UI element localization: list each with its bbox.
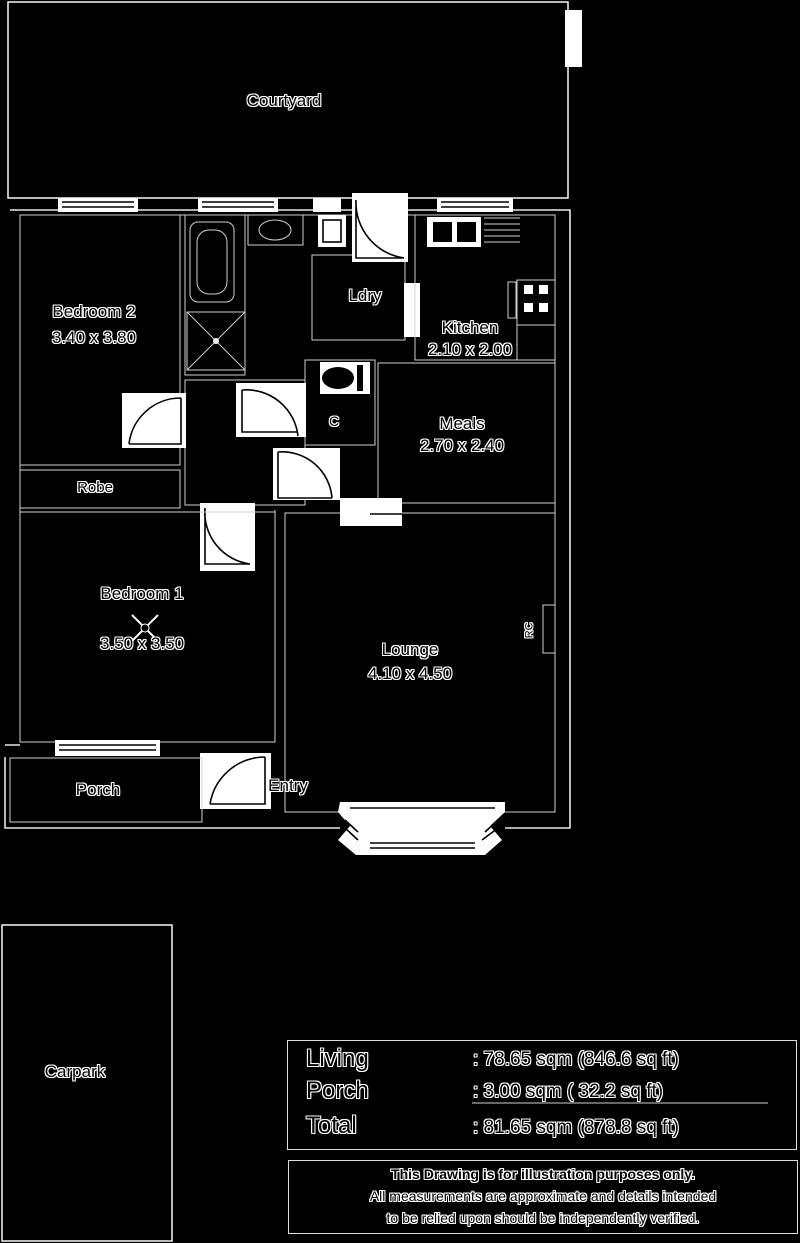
carpark-outline: [1, 924, 173, 1242]
bathroom-outline: [184, 214, 246, 376]
area-row-value: : 78.65 sqm (846.6 sq ft): [473, 1049, 679, 1070]
area-row-value: : 3.00 sqm ( 32.2 sq ft): [473, 1081, 664, 1102]
toilet-label: C: [328, 413, 340, 429]
wc-door-icon: [273, 448, 340, 500]
courtyard-post: [565, 10, 582, 67]
bedroom-1-door-icon: [200, 503, 255, 571]
carpark-label: Carpark: [44, 1062, 106, 1081]
bathtub-icon: [189, 221, 235, 303]
house-outer-wall: [4, 209, 571, 829]
meals-label: Meals 2.70 x 2.40: [419, 414, 505, 455]
bedroom-2-door-icon: [122, 393, 186, 448]
disclaimer-line: to be relied upon should be independentl…: [386, 1210, 700, 1226]
area-row-label: Living: [306, 1045, 369, 1072]
bedroom-1-window: [55, 740, 160, 756]
disclaimer-line: This Drawing is for illustration purpose…: [391, 1166, 695, 1182]
heater-label: RC: [523, 622, 536, 639]
courtyard-label: Courtyard: [246, 91, 322, 110]
bathroom-door-icon: [236, 383, 306, 437]
area-row-label: Porch: [306, 1077, 369, 1104]
bedroom-2-outline: [19, 214, 181, 466]
vanity-icon: [247, 214, 304, 246]
lounge-label: Lounge 4.10 x 4.50: [367, 640, 453, 683]
laundry-label: Ldry: [348, 286, 382, 305]
house-inner-outline: [19, 214, 556, 813]
ceiling-fan-icon: [131, 614, 159, 642]
porch-label: Porch: [75, 780, 121, 799]
bay-window: [338, 802, 505, 855]
robe-label: Robe: [77, 479, 113, 496]
area-row-label: Total: [306, 1112, 357, 1139]
disclaimer-line: All measurements are approximate and det…: [369, 1188, 717, 1204]
entry-label: Entry: [268, 776, 308, 795]
heater-icon: [542, 604, 556, 654]
kitchen-label: Kitchen 2.10 x 2.00: [427, 318, 513, 359]
area-row-value: : 81.65 sqm (878.8 sq ft): [473, 1117, 679, 1138]
laundry-door-icon: [352, 193, 408, 262]
entry-door-icon: [200, 753, 271, 809]
meals-divider: [340, 498, 402, 526]
meals-outline: [377, 362, 556, 504]
shower-icon: [186, 311, 246, 371]
top-windows: [58, 198, 513, 212]
laundry-cabinet: [404, 283, 420, 337]
courtyard-outline: [7, 1, 569, 199]
porch-outline: [9, 757, 203, 823]
bedroom-1-label: Bedroom 1 3.50 x 3.50: [99, 584, 185, 653]
area-summary-table: Living : 78.65 sqm (846.6 sq ft) Porch :…: [287, 1040, 797, 1150]
bedroom-2-label: Bedroom 2 3.40 x 3.80: [51, 302, 137, 347]
disclaimer-box: This Drawing is for illustration purpose…: [288, 1160, 798, 1234]
toilet-icon: [320, 362, 370, 394]
robe-outline: [19, 469, 181, 509]
